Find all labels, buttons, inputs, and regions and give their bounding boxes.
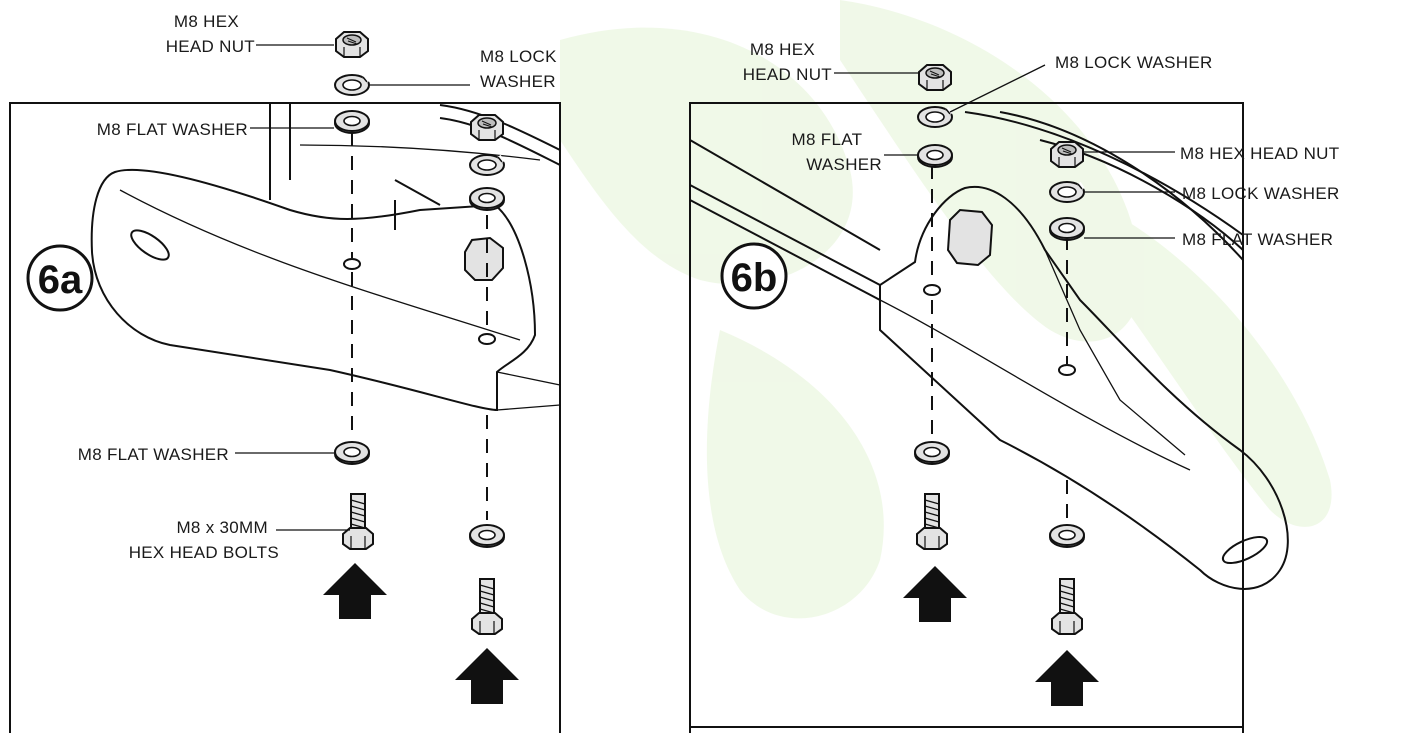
step-badge-6b bbox=[720, 242, 788, 310]
panel-6a-frame bbox=[9, 102, 561, 733]
bracket-6a bbox=[90, 168, 537, 412]
label-flat-washer-left-6b: M8 FLAT WASHER bbox=[792, 130, 882, 174]
label-flat-washer-top-6a: M8 FLAT WASHER bbox=[97, 120, 248, 139]
slot-hole-6b bbox=[1221, 535, 1269, 565]
panel-6b: 6b M8 HEX HEAD NUT M8 LOCK WASHER M8 FLA… bbox=[689, 40, 1340, 733]
slot-hole-6a bbox=[130, 229, 170, 261]
step-badge-6a bbox=[26, 244, 94, 312]
bracket-6b bbox=[879, 185, 1289, 590]
step-number-6a: 6a bbox=[38, 258, 83, 302]
label-lock-washer-left-6b: M8 LOCK WASHER bbox=[1055, 53, 1213, 72]
label-flat-washer-bottom-6a: M8 FLAT WASHER bbox=[78, 445, 229, 464]
label-lock-washer-right-6b: M8 LOCK WASHER bbox=[1182, 184, 1340, 203]
step-number-6b: 6b bbox=[731, 256, 778, 300]
panel-6a: 6a M8 HEX HEAD NUT M8 LOCK WASHER M8 FLA… bbox=[9, 12, 562, 733]
label-hex-nut-6a: M8 HEX HEAD NUT bbox=[166, 12, 255, 56]
panel-6b-frame bbox=[689, 102, 1244, 733]
label-hex-nut-left-6b: M8 HEX HEAD NUT bbox=[743, 40, 832, 84]
label-flat-washer-right-6b: M8 FLAT WASHER bbox=[1182, 230, 1333, 249]
label-hex-nut-right-6b: M8 HEX HEAD NUT bbox=[1180, 144, 1339, 163]
label-bolts-6a: M8 x 30MM HEX HEAD BOLTS bbox=[129, 518, 279, 562]
watermark bbox=[560, 0, 1332, 619]
label-lock-washer-6a: M8 LOCK WASHER bbox=[480, 47, 562, 91]
